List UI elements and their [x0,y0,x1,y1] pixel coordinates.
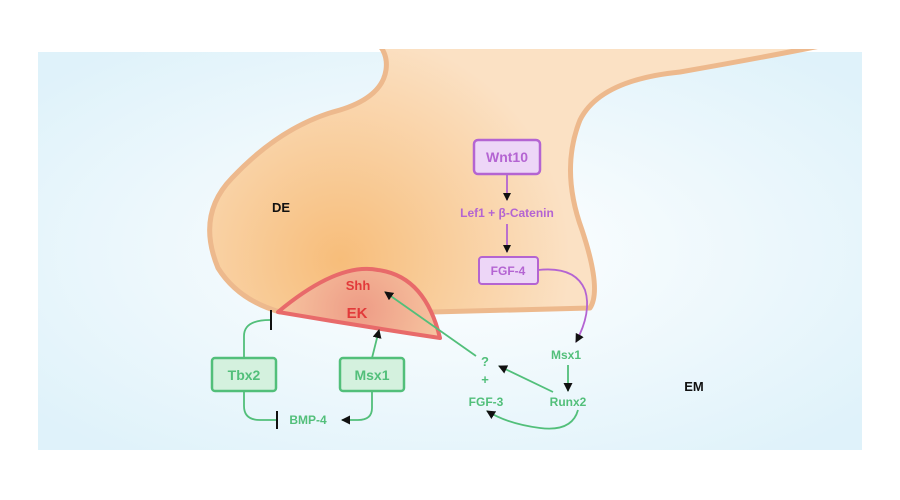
runx2-label: Runx2 [550,395,587,409]
ek-label: EK [347,305,368,322]
arrow-fgf4-to-msx1 [537,268,588,343]
arrow-msx1-to-bmp4 [341,391,373,425]
fgf4-label: FGF-4 [491,264,526,278]
plus-label: + [481,372,489,387]
wnt10-label: Wnt10 [486,149,528,165]
em-label: EM [684,379,704,394]
lef1-bcatenin-label: Lef1 + β-Catenin [460,206,554,220]
wnt10-box [472,138,542,176]
shh-label: Shh [346,278,371,293]
arrow-runx2-to-unknown [498,365,554,393]
msx1-label: Msx1 [354,367,389,383]
inhibition-tbx2-to-bmp4 [243,391,276,421]
enamel-knot [276,267,442,340]
inhibition-tbx2-to-epithelium [243,319,271,358]
arrow-runx2-to-fgf3 [486,409,579,430]
msx1-mesenchyme-label: Msx1 [551,348,581,362]
dental-epithelium [207,43,823,315]
fgf4-box [478,256,539,285]
fgf3-label: FGF-3 [469,395,504,409]
unknown-factor-label: ? [481,354,489,369]
bmp4-label: BMP-4 [289,413,327,427]
arrow-msx1-to-ek [371,329,382,359]
tbx2-label: Tbx2 [228,367,261,383]
de-label: DE [272,200,290,215]
top-mask [370,40,830,49]
arrow-to-shh [384,291,477,357]
